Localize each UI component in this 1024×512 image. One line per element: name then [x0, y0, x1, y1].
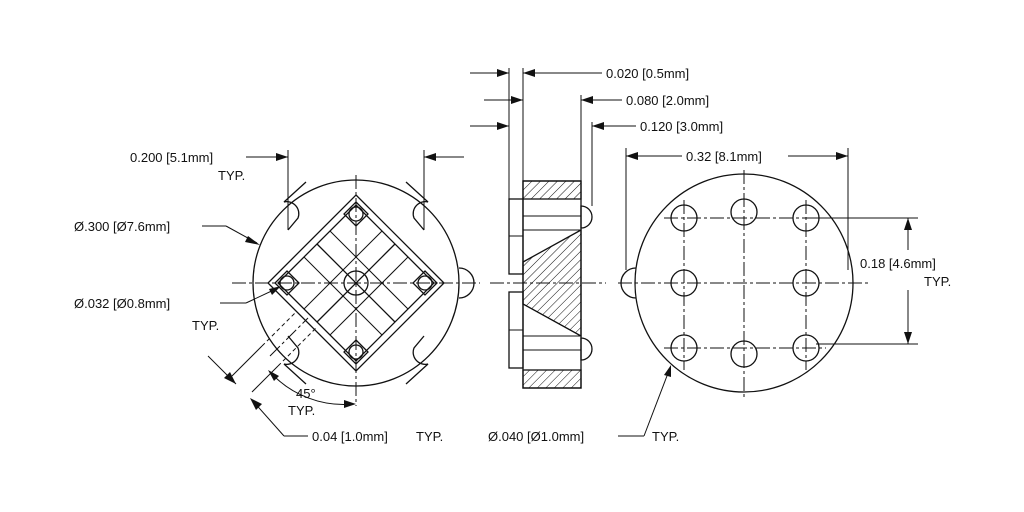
- dim-020-arrow: [523, 69, 535, 77]
- outer-diameter-arrow: [245, 236, 260, 245]
- hole-spacing-label: 0.200 [5.1mm]: [130, 150, 213, 165]
- side-pin-bottom: [580, 337, 593, 361]
- side-pin-top: [580, 205, 593, 229]
- side-body-outline: [522, 180, 582, 389]
- back-hole: [730, 340, 758, 368]
- small-hole-typ: TYP.: [192, 318, 219, 333]
- front-view: 0.200 [5.1mm] TYP. Ø.300 [Ø7.6mm] Ø.032 …: [74, 150, 480, 444]
- front-slot-top-left: [283, 181, 307, 231]
- outer-diameter-label: Ø.300 [Ø7.6mm]: [74, 219, 170, 234]
- front-dim-arrow: [424, 153, 436, 161]
- back-view: 0.32 [8.1mm] 0.18 [4.6mm] TYP. Ø.040 [Ø1…: [488, 148, 951, 444]
- front-pad: [274, 270, 300, 296]
- front-slot-bottom-right: [405, 335, 429, 385]
- pin-leader-arrow: [664, 365, 671, 377]
- slot-width-label: 0.04 [1.0mm]: [312, 429, 388, 444]
- back-hole: [670, 204, 698, 232]
- front-slot-bottom-left: [283, 335, 307, 385]
- back-hole: [730, 198, 758, 226]
- side-body-bottom-hatch: [522, 369, 582, 389]
- back-hole: [792, 334, 820, 362]
- dim-120-arrow: [497, 122, 509, 130]
- front-pad: [412, 270, 438, 296]
- slot-dim-arrow: [224, 372, 236, 384]
- side-view: 0.020 [0.5mm] 0.080 [2.0mm] 0.120 [3.0mm…: [470, 66, 723, 389]
- small-hole-label: Ø.032 [Ø0.8mm]: [74, 296, 170, 311]
- back-hole: [670, 334, 698, 362]
- front-grid-line: [329, 256, 409, 336]
- angle-arrow: [344, 400, 356, 408]
- height-dim-arrow: [904, 218, 912, 230]
- front-slot-centerline: [269, 317, 309, 357]
- pin-typ: TYP.: [652, 429, 679, 444]
- dim-120-label: 0.120 [3.0mm]: [640, 119, 723, 134]
- dim-080-label: 0.080 [2.0mm]: [626, 93, 709, 108]
- front-grid-line: [303, 230, 383, 310]
- angle-arrow: [268, 370, 279, 381]
- pin-leader: [643, 367, 671, 437]
- dim-020-arrow: [497, 69, 509, 77]
- back-hole: [670, 269, 698, 297]
- slot-ext-line: [231, 345, 263, 377]
- angle-label: 45°: [296, 386, 316, 401]
- front-grid-line: [303, 256, 383, 336]
- dim-020-label: 0.020 [0.5mm]: [606, 66, 689, 81]
- height-typ: TYP.: [924, 274, 951, 289]
- pin-diameter-label: Ø.040 [Ø1.0mm]: [488, 429, 584, 444]
- slot-width-typ: TYP.: [416, 429, 443, 444]
- width-dim-arrow: [836, 152, 848, 160]
- front-grid-line: [329, 230, 409, 310]
- front-dim-arrow: [276, 153, 288, 161]
- front-slot-hidden: [261, 311, 297, 347]
- slot-ext-line: [251, 365, 279, 393]
- hole-spacing-typ: TYP.: [218, 168, 245, 183]
- small-hole-arrow: [269, 286, 281, 295]
- angle-typ: TYP.: [288, 403, 315, 418]
- angle-arc: [269, 371, 355, 405]
- side-body-top-hatch: [522, 180, 582, 200]
- height-label: 0.18 [4.6mm]: [860, 256, 936, 271]
- front-slot-hidden: [277, 327, 317, 367]
- slot-dim-arrow: [250, 398, 262, 410]
- width-label: 0.32 [8.1mm]: [686, 149, 762, 164]
- width-dim-arrow: [626, 152, 638, 160]
- dim-080-arrow: [581, 96, 593, 104]
- height-dim-arrow: [904, 332, 912, 344]
- front-slot-top-right: [405, 181, 429, 231]
- dim-080-arrow: [511, 96, 523, 104]
- dim-120-arrow: [592, 122, 604, 130]
- back-hole: [792, 269, 820, 297]
